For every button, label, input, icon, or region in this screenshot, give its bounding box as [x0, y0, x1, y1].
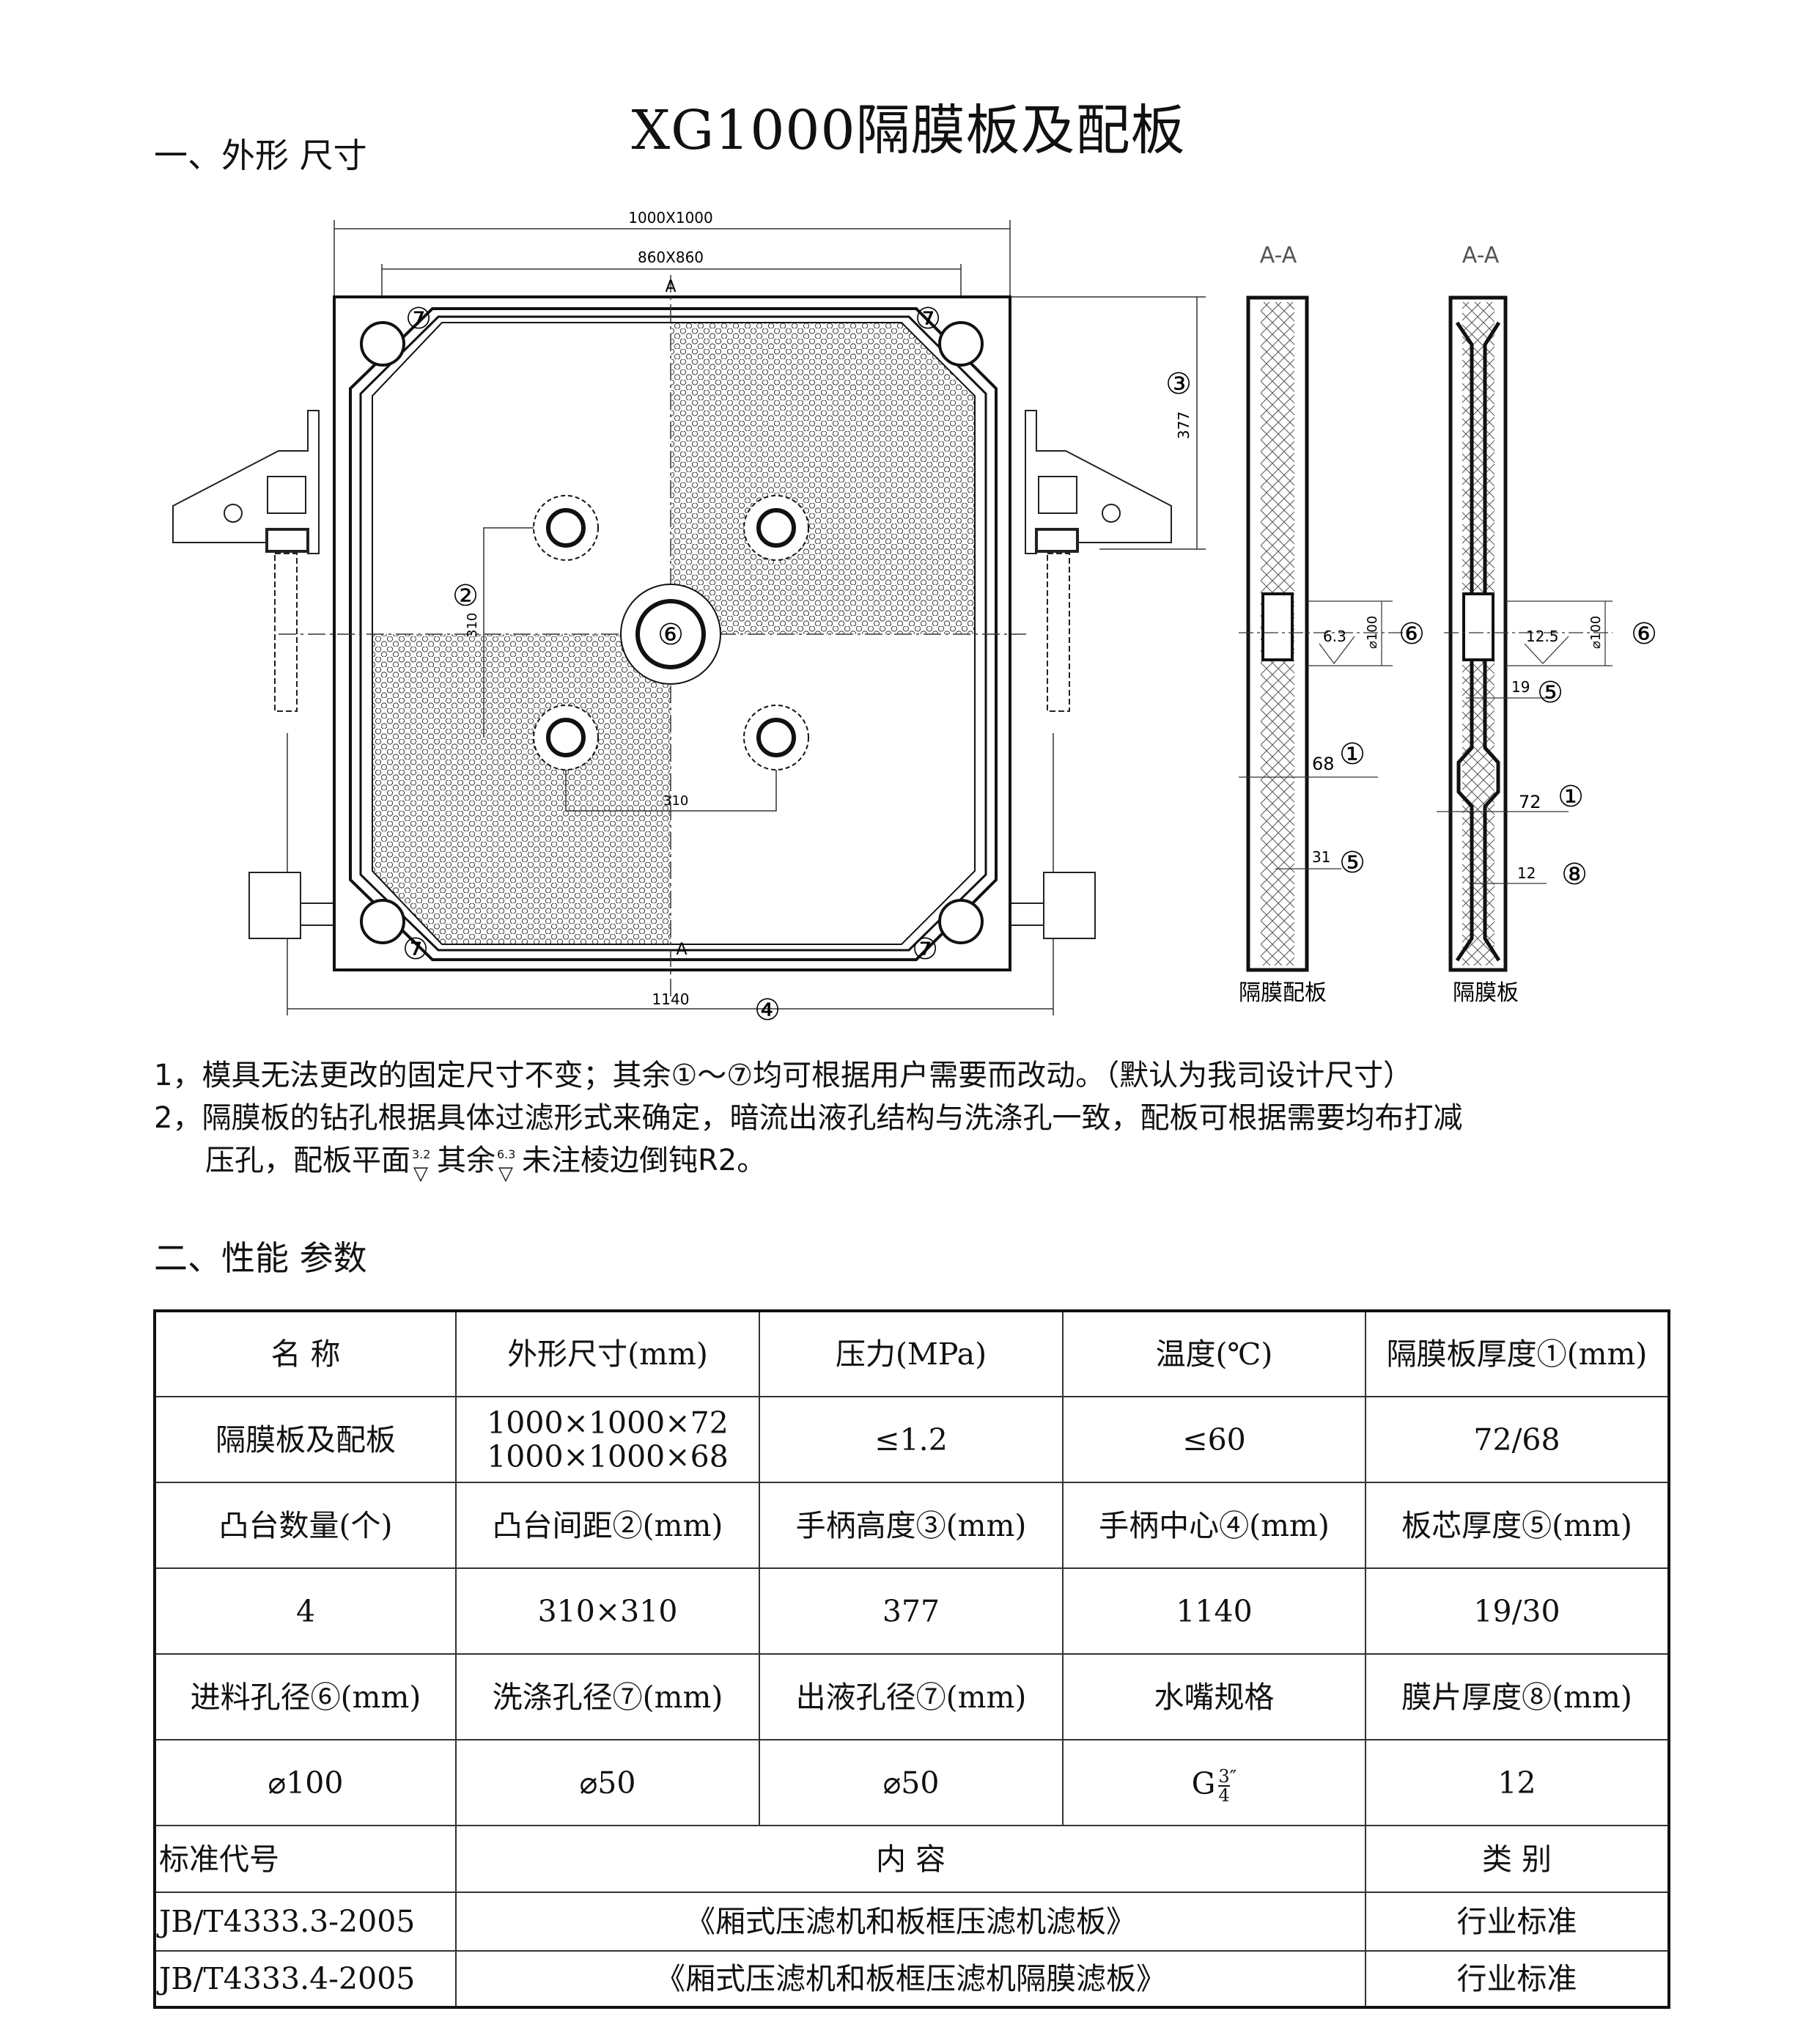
- svg-text:⑧: ⑧: [1561, 858, 1588, 892]
- drainage-pattern-top-right: [671, 323, 975, 634]
- svg-text:⑥: ⑥: [1631, 617, 1657, 651]
- mark-7: ⑦: [405, 302, 432, 336]
- left-handle: [172, 410, 335, 939]
- table-header-row: 进料孔径⑥(mm)洗涤孔径⑦(mm)出液孔径⑦(mm)水嘴规格膜片厚度⑧(mm): [154, 1653, 1670, 1740]
- svg-text:⌀100: ⌀100: [1588, 616, 1604, 649]
- svg-text:⑥: ⑥: [1398, 617, 1425, 651]
- bosses: [533, 495, 809, 771]
- svg-text:①: ①: [1558, 780, 1584, 814]
- wash-holes: [360, 321, 984, 944]
- section-cut-marks: A A: [665, 278, 687, 959]
- section-heading-performance: 二、性能 参数: [154, 1238, 367, 1278]
- svg-text:31: 31: [1312, 848, 1330, 866]
- dim-boss-h: 310: [663, 793, 688, 809]
- mark-2: ②: [452, 579, 479, 613]
- svg-text:12: 12: [1517, 864, 1536, 882]
- standards-row: JB/T4333.4-2005《厢式压滤机和板框压滤机隔膜滤板》行业标准: [154, 1950, 1670, 2008]
- left-section-caption: 隔膜配板: [1239, 980, 1327, 1006]
- svg-text:12.5: 12.5: [1526, 628, 1559, 645]
- svg-text:A-A: A-A: [1260, 243, 1297, 268]
- dim-inner-label: 860X860: [638, 249, 704, 266]
- table-header-row: 凸台数量(个)凸台间距②(mm)手柄高度③(mm)手柄中心④(mm)板芯厚度⑤(…: [154, 1482, 1670, 1569]
- note-1: 1，模具无法更改的固定尺寸不变；其余①～⑦均可根据用户需要而改动。（默认为我司设…: [154, 1059, 1413, 1092]
- svg-text:68: 68: [1312, 754, 1335, 774]
- gasket-inner: [359, 315, 987, 952]
- mark-3: ③: [1165, 367, 1192, 401]
- svg-text:6.3: 6.3: [1323, 628, 1346, 645]
- mark-7: ⑦: [402, 933, 429, 966]
- parameters-table: 名 称外形尺寸(mm)压力(MPa)温度(℃)隔膜板厚度①(mm) 隔膜板及配板…: [153, 1309, 1670, 2009]
- mark-4: ④: [754, 993, 781, 1027]
- dim-handle-height: 377: [1175, 411, 1193, 439]
- right-handle: [1009, 410, 1172, 939]
- svg-text:①: ①: [1339, 738, 1365, 771]
- note-2: 2，隔膜板的钻孔根据具体过滤形式来确定，暗流出液孔结构与洗涤孔一致，配板可根据需…: [154, 1101, 1463, 1135]
- mark-6: ⑥: [657, 618, 684, 652]
- mark-7: ⑦: [915, 302, 941, 336]
- dim-outer-label: 1000X1000: [628, 209, 713, 227]
- standards-row: JB/T4333.3-2005《厢式压滤机和板框压滤机滤板》行业标准: [154, 1892, 1670, 1952]
- dim-boss-v: 310: [465, 613, 480, 638]
- standards-header-row: 标准代号内 容类 别: [154, 1825, 1670, 1893]
- svg-text:⑤: ⑤: [1537, 676, 1563, 710]
- table-header-row: 名 称外形尺寸(mm)压力(MPa)温度(℃)隔膜板厚度①(mm): [154, 1310, 1670, 1397]
- drainage-pattern-bottom-left: [372, 634, 671, 944]
- page-title: XG1000隔膜板及配板: [631, 99, 1186, 162]
- roughness-symbol: 6.3▽: [497, 1147, 516, 1185]
- left-section-view: A-A 6.3 ⌀100 ⑥ 68 ① 31 ⑤ 隔膜配板: [1239, 243, 1425, 1006]
- right-section-view: A-A 12.5 ⌀100 ⑥ 19 ⑤ 72 ① 12 ⑧ 隔膜板: [1437, 243, 1657, 1006]
- section-heading-dimensions: 一、外形 尺寸: [154, 136, 367, 175]
- svg-text:19: 19: [1511, 678, 1530, 696]
- svg-text:⌀100: ⌀100: [1365, 616, 1380, 649]
- svg-text:⑤: ⑤: [1339, 846, 1365, 880]
- roughness-symbol: 3.2▽: [412, 1147, 431, 1185]
- mark-7: ⑦: [912, 933, 938, 966]
- svg-text:72: 72: [1519, 792, 1541, 812]
- svg-text:A: A: [676, 941, 687, 959]
- technical-drawing: 1000X1000 860X860 377 1140: [172, 209, 1657, 1027]
- svg-text:A: A: [665, 278, 676, 296]
- svg-text:A-A: A-A: [1462, 243, 1500, 268]
- right-section-caption: 隔膜板: [1453, 980, 1519, 1006]
- feed-hole: [620, 584, 721, 685]
